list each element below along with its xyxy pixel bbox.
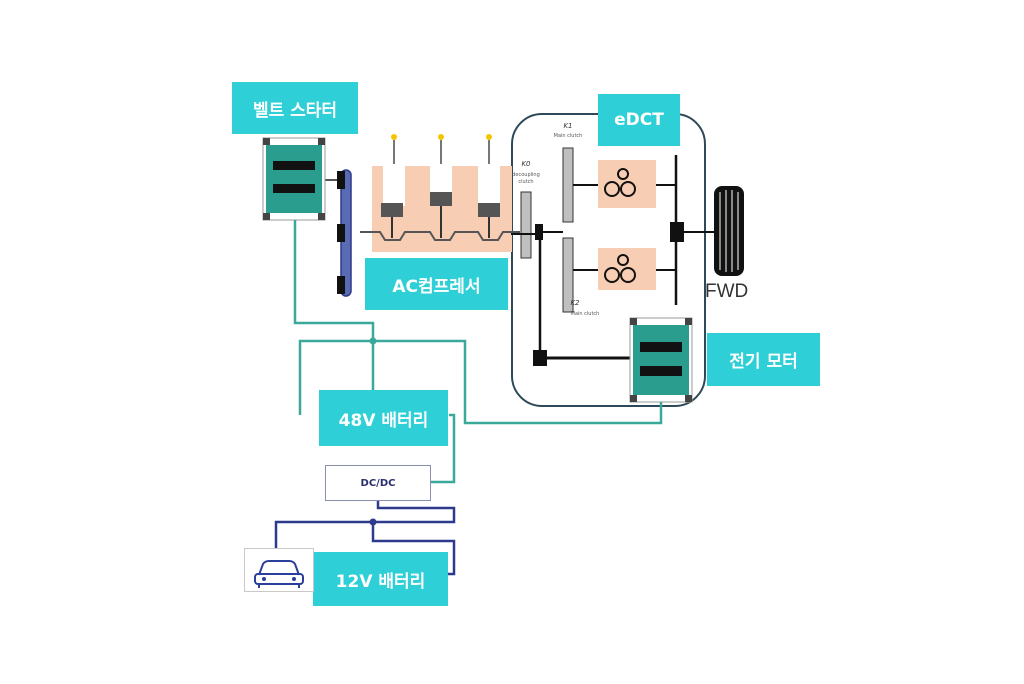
- ac-compressor-label: AC컴프레서: [365, 258, 508, 310]
- car-icon: [254, 560, 304, 588]
- edct-internals: K0 decoupling clutch K1 Main clutch K2 M…: [511, 122, 716, 366]
- belt-starter-label: 벨트 스타터: [232, 82, 358, 134]
- svg-text:K1: K1: [563, 122, 572, 130]
- electric-motor-label: 전기 모터: [707, 333, 820, 386]
- belt-drive: [325, 169, 352, 297]
- svg-text:Main clutch: Main clutch: [554, 133, 583, 139]
- spark-plug-icon: [391, 134, 492, 164]
- wheel-icon: [714, 186, 744, 276]
- battery-12v-label: 12V 배터리: [313, 552, 448, 606]
- car-box: [244, 548, 314, 592]
- gear-icon: [604, 168, 636, 283]
- low-voltage-wiring: [274, 500, 456, 576]
- engine-block: [360, 134, 520, 252]
- edct-label: eDCT: [598, 94, 680, 146]
- belt-starter-motor: [262, 137, 326, 221]
- electric-motor: [629, 317, 693, 403]
- high-voltage-wiring: [293, 220, 663, 484]
- svg-text:decoupling: decoupling: [512, 172, 540, 178]
- svg-text:K2: K2: [570, 299, 580, 307]
- fwd-label: FWD: [705, 281, 749, 302]
- svg-text:clutch: clutch: [518, 179, 533, 185]
- dcdc-converter: DC/DC: [325, 465, 431, 501]
- svg-text:K0: K0: [521, 160, 531, 168]
- svg-text:Main clutch: Main clutch: [571, 311, 600, 317]
- battery-48v-label: 48V 배터리: [319, 390, 448, 446]
